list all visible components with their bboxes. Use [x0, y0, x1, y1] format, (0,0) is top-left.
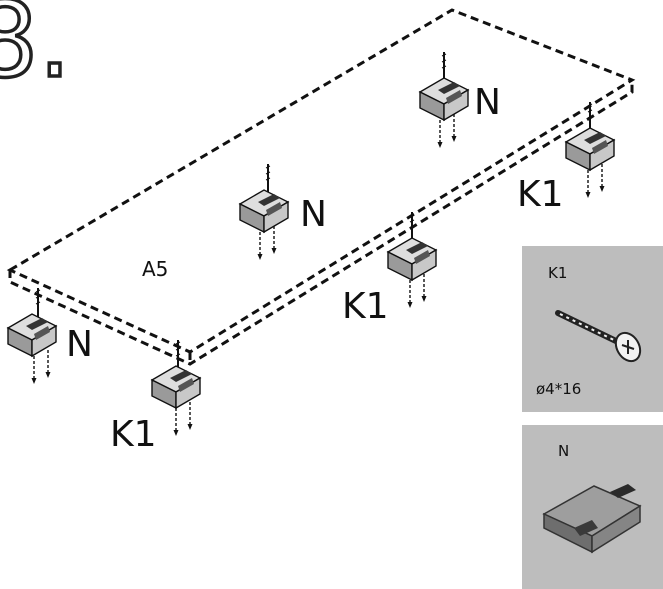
panel-outline	[6, 8, 636, 366]
screw-icon	[555, 310, 642, 363]
connector-k1-center	[387, 211, 437, 309]
legend-screw-size: ø4*16	[536, 380, 581, 398]
connector-k1-right	[565, 101, 615, 199]
label-n-center: N	[300, 194, 327, 235]
panel-label: A5	[142, 257, 168, 281]
label-k1-left: K1	[110, 414, 157, 455]
legend-screw: K1 ø4*16	[522, 246, 663, 412]
legend-block-label: N	[558, 442, 569, 460]
step-number: 8.	[0, 0, 71, 101]
legend-screw-label: K1	[548, 264, 567, 282]
label-n-left: N	[66, 324, 93, 365]
block-icon	[542, 484, 642, 554]
label-n-top: N	[474, 82, 501, 123]
connector-k1-left	[151, 339, 201, 437]
label-k1-center: K1	[342, 286, 389, 327]
connector-n-center	[239, 163, 289, 261]
connector-n-top	[419, 51, 469, 149]
legend-block: N	[522, 425, 663, 589]
connector-n-left	[7, 287, 57, 385]
label-k1-right: K1	[517, 174, 564, 215]
